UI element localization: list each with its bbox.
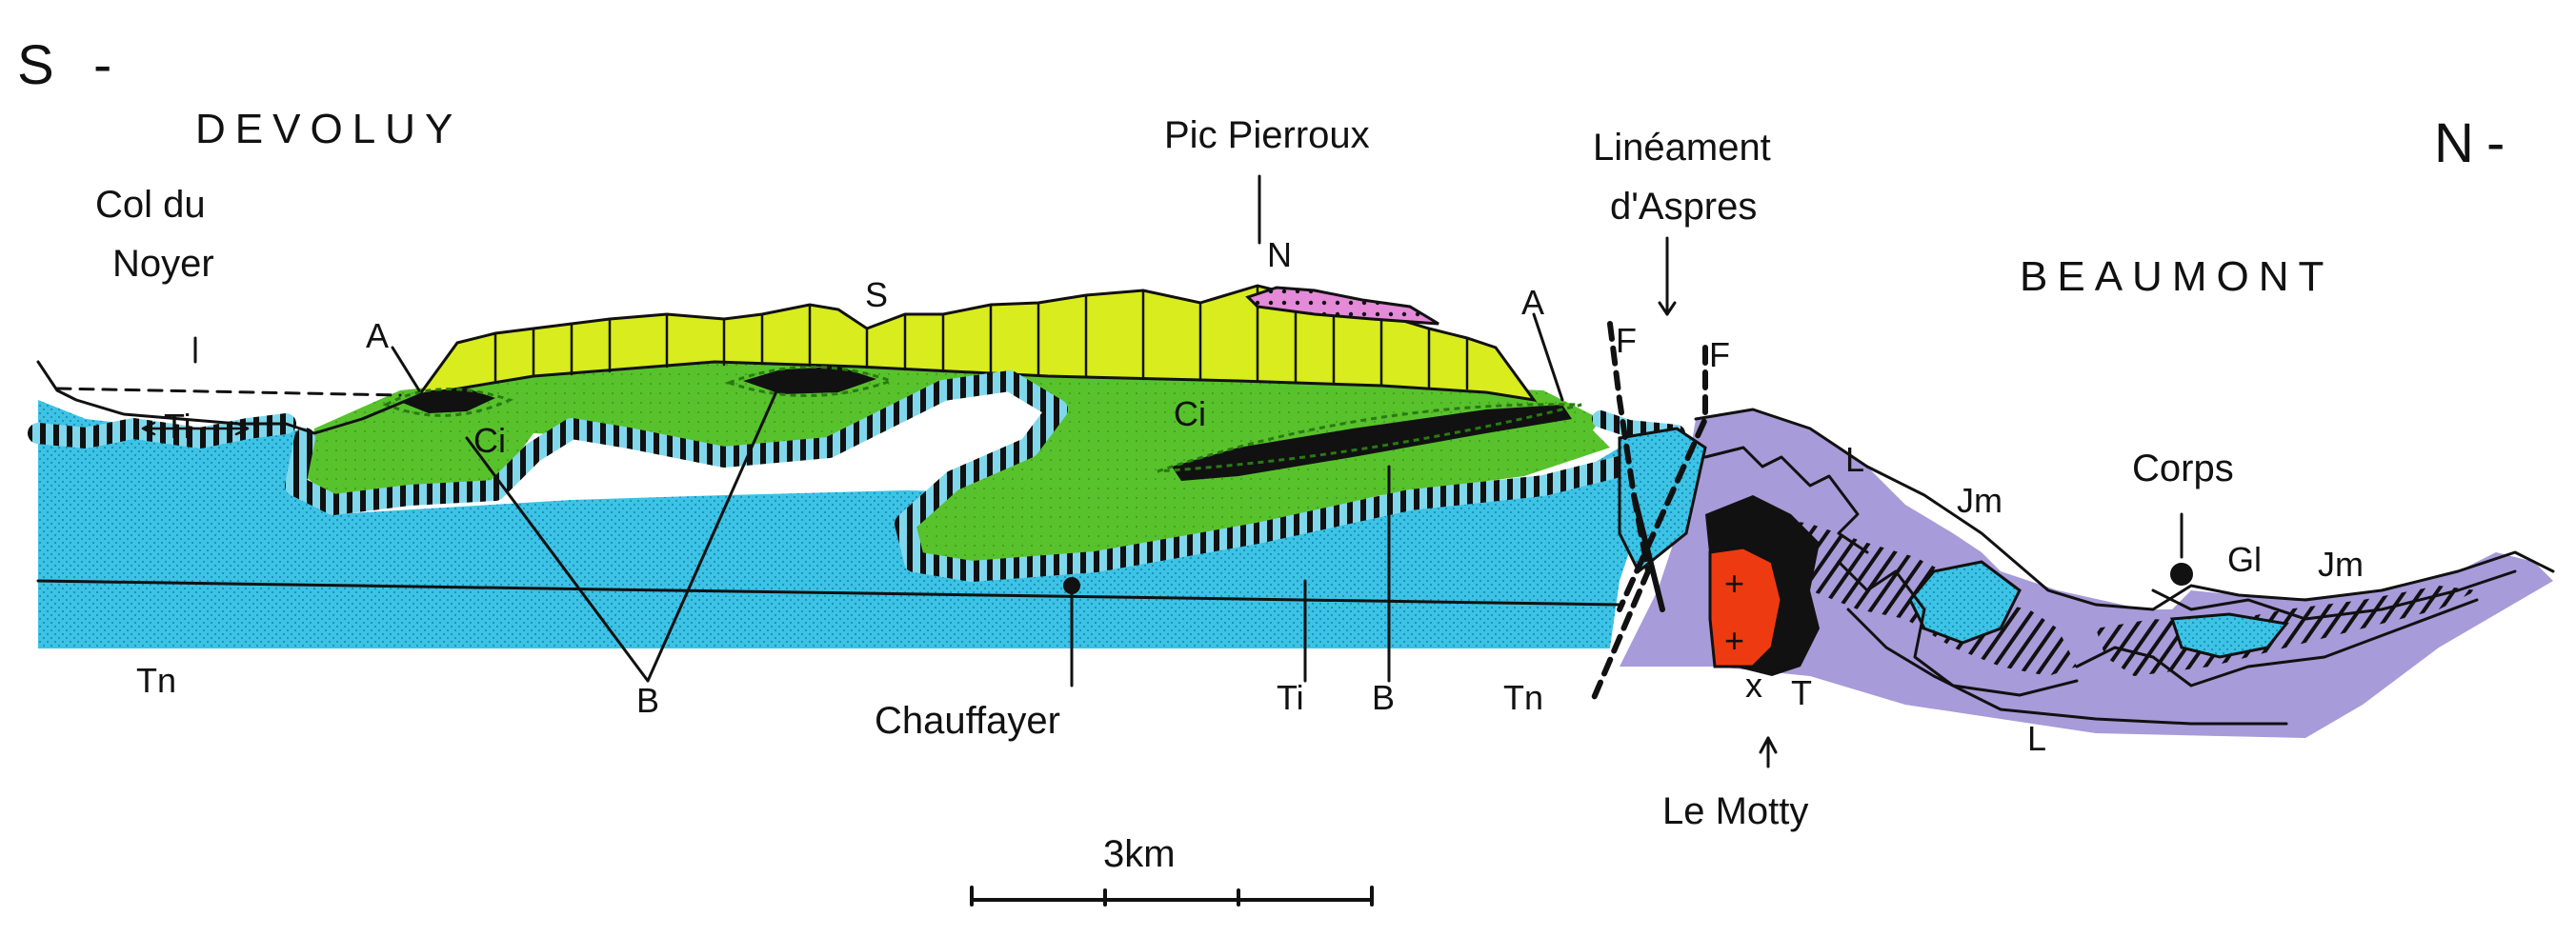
scale-bar-label: 3km	[1103, 833, 1176, 875]
l-label-south: L	[2027, 719, 2046, 758]
pic-pierroux-label: Pic Pierroux	[1164, 114, 1370, 156]
ti-label-south: Ti	[1277, 678, 1304, 717]
south-label: S	[17, 34, 54, 96]
beaumont-label: BEAUMONT	[2020, 253, 2333, 300]
granite-plus-lower: +	[1724, 621, 1744, 660]
corps-dot	[2170, 563, 2193, 586]
n-label: N	[1267, 235, 1292, 274]
f-label-left: F	[1616, 321, 1637, 360]
ti-label-west: Ti	[164, 407, 191, 446]
t-label: T	[1791, 673, 1812, 712]
col-du-noyer-dashed-line	[57, 389, 400, 395]
south-tick: -	[93, 34, 111, 96]
tn-label-east: Tn	[1503, 678, 1543, 717]
x-label: x	[1745, 666, 1762, 705]
s-label: S	[865, 275, 888, 314]
devoluy-label: DEVOLUY	[195, 106, 462, 152]
north-tick: -	[2486, 112, 2505, 174]
granite-plus-upper: +	[1724, 564, 1744, 603]
col-du-noyer-label-2: Noyer	[112, 243, 214, 285]
a-label-west: A	[366, 316, 389, 355]
jm-label-east: Jm	[2318, 545, 2364, 584]
lineament-label-1: Linéament	[1593, 127, 1771, 169]
b-label-west: B	[636, 681, 659, 720]
scale-bar	[972, 887, 1372, 905]
gl-label: Gl	[2227, 540, 2262, 579]
ci-label-west: Ci	[473, 421, 506, 460]
north-label: N	[2434, 112, 2474, 174]
chauffayer-label: Chauffayer	[875, 700, 1060, 742]
col-du-noyer-label-1: Col du	[95, 184, 206, 226]
tn-label-west: Tn	[136, 661, 176, 700]
jm-label-west: Jm	[1957, 481, 2002, 520]
corps-label: Corps	[2132, 448, 2234, 489]
f-label-right: F	[1709, 335, 1730, 374]
le-motty-arrow	[1761, 738, 1776, 767]
red-granite-intrusion	[1710, 548, 1781, 667]
l-label-north: L	[1845, 440, 1864, 479]
le-motty-label: Le Motty	[1662, 790, 1808, 832]
b-label-east: B	[1372, 678, 1395, 717]
lineament-label-2: d'Aspres	[1610, 186, 1757, 228]
ci-label-east: Ci	[1174, 394, 1206, 433]
chauffayer-dot	[1063, 577, 1080, 594]
a-label-east: A	[1521, 283, 1544, 322]
